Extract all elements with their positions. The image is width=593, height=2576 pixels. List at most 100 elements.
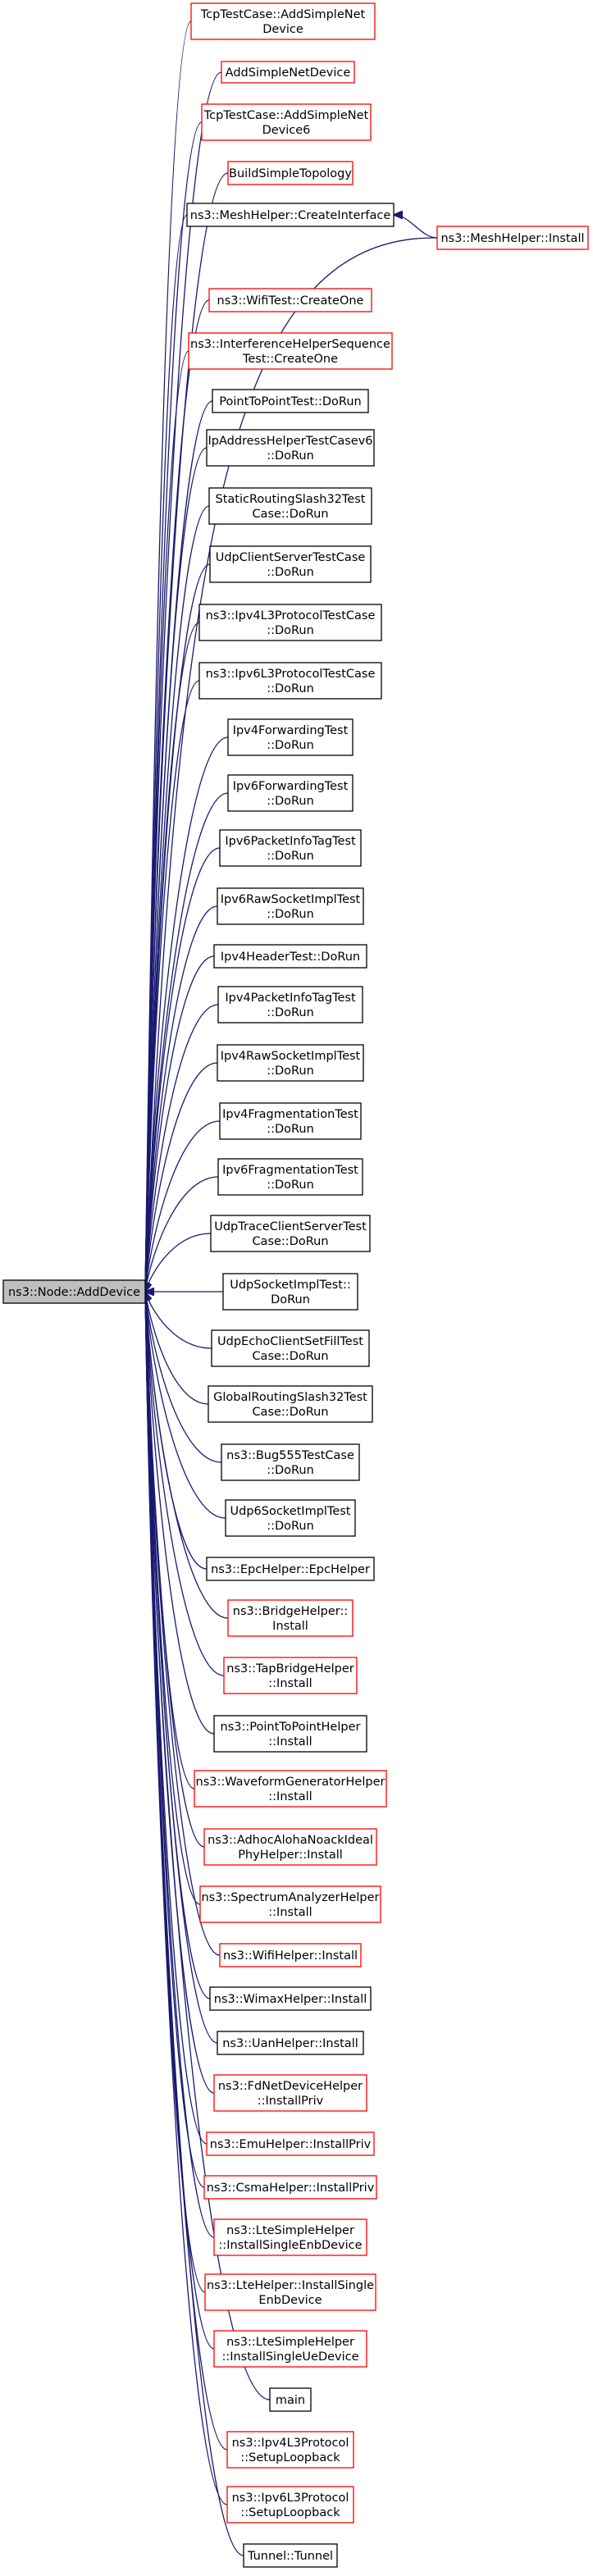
caller-node-box <box>198 662 382 700</box>
caller-node-label: ns3::CsmaHelper::InstallPriv <box>207 2182 375 2195</box>
caller-node[interactable]: ns3::FdNetDeviceHelper::InstallPriv <box>213 2074 367 2112</box>
caller-node-box <box>227 1599 354 1637</box>
caller-node[interactable]: PointToPointTest::DoRun <box>212 389 369 413</box>
caller-node[interactable]: Ipv4HeaderTest::DoRun <box>213 944 367 969</box>
caller-node[interactable]: ns3::Bug555TestCase::DoRun <box>221 1443 360 1481</box>
caller-node-box <box>190 2 376 40</box>
caller-node[interactable]: ns3::LteSimpleHelper::InstallSingleUeDev… <box>213 2330 367 2368</box>
caller-node[interactable]: ns3::WimaxHelper::Install <box>209 1986 372 2011</box>
call-edge <box>145 1120 221 1292</box>
caller-node[interactable]: ns3::EpcHelper::EpcHelper <box>206 1557 375 1581</box>
caller-node-label: TcpTestCase::AddSimpleNet <box>203 109 369 122</box>
caller-node[interactable]: ns3::WifiHelper::Install <box>219 1943 362 1967</box>
caller-node[interactable]: Udp6SocketImplTest::DoRun <box>225 1499 356 1537</box>
caller-node[interactable]: ns3::LteSimpleHelper::InstallSingleEnbDe… <box>213 2218 367 2256</box>
caller-node-box <box>208 487 372 525</box>
call-edge <box>394 215 438 239</box>
caller-node-box <box>201 103 372 141</box>
caller-node-label: ns3::LteHelper::InstallSingle <box>207 2279 374 2292</box>
caller-node[interactable]: ns3::WaveformGeneratorHelper::Install <box>194 1770 387 1808</box>
caller-node[interactable]: ns3::MeshHelper::Install <box>436 226 589 250</box>
caller-node[interactable]: ns3::InterferenceHelperSequenceTest::Cre… <box>188 332 393 370</box>
caller-node-box <box>206 429 375 467</box>
caller-node-label: ::Install <box>268 1906 312 1919</box>
caller-node-label: ns3::Ipv6L3ProtocolTestCase <box>206 668 376 681</box>
caller-node[interactable]: ns3::WifiTest::CreateOne <box>208 288 372 312</box>
root-node[interactable]: ns3::Node::AddDevice <box>2 1279 146 1304</box>
caller-node-label: ns3::PointToPointHelper <box>221 1721 361 1734</box>
caller-node-box <box>269 2387 312 2412</box>
caller-node[interactable]: ns3::LteHelper::InstallSingleEnbDevice <box>204 2273 376 2311</box>
caller-node-label: ns3::Ipv4L3Protocol <box>232 2437 349 2450</box>
caller-node[interactable]: Ipv6RawSocketImplTest::DoRun <box>217 887 364 925</box>
caller-node[interactable]: ns3::BridgeHelper::Install <box>227 1599 354 1637</box>
caller-node-label: IpAddressHelperTestCasev6 <box>208 435 372 448</box>
caller-node[interactable]: TcpTestCase::AddSimpleNetDevice <box>190 2 376 40</box>
caller-node-label: Ipv4PacketInfoTagTest <box>225 992 356 1005</box>
caller-node[interactable]: ns3::SpectrumAnalyzerHelper::Install <box>199 1885 381 1923</box>
caller-node-box <box>226 2431 354 2469</box>
caller-node[interactable]: Ipv6PacketInfoTagTest::DoRun <box>219 829 362 867</box>
caller-node-label: ns3::MeshHelper::Install <box>440 232 584 245</box>
caller-node-label: Udp6SocketImplTest <box>230 1505 351 1518</box>
caller-node[interactable]: Ipv4RawSocketImplTest::DoRun <box>217 1044 364 1082</box>
caller-node-box <box>222 1273 358 1311</box>
caller-node-label: ns3::Ipv6L3Protocol <box>232 2492 349 2505</box>
caller-node[interactable]: ns3::CsmaHelper::InstallPriv <box>203 2175 377 2200</box>
caller-node-label: ns3::InterferenceHelperSequence <box>190 338 390 351</box>
caller-node-label: Ipv4HeaderTest::DoRun <box>221 951 360 964</box>
caller-node[interactable]: ns3::Ipv6L3Protocol::SetupLoopback <box>226 2486 354 2524</box>
caller-node-label: Tunnel::Tunnel <box>247 2550 333 2563</box>
caller-node-box <box>436 226 589 250</box>
caller-node-label: GlobalRoutingSlash32Test <box>213 1391 367 1404</box>
caller-node-label: Device <box>262 23 303 36</box>
caller-node[interactable]: AddSimpleNetDevice <box>221 61 355 84</box>
caller-node[interactable]: UdpSocketImplTest::DoRun <box>222 1273 358 1311</box>
caller-node-box <box>217 1044 364 1082</box>
caller-node-box <box>212 389 369 413</box>
caller-node-label: UdpClientServerTestCase <box>216 551 366 564</box>
caller-node-label: Case::DoRun <box>252 508 328 521</box>
call-edge <box>145 1292 225 1676</box>
caller-node-label: BuildSimpleTopology <box>229 167 352 180</box>
caller-node[interactable]: ns3::EmuHelper::InstallPriv <box>206 2131 375 2156</box>
caller-node[interactable]: BuildSimpleTopology <box>227 161 354 185</box>
caller-node-label: ns3::WifiTest::CreateOne <box>217 294 364 308</box>
caller-node[interactable]: main <box>269 2387 312 2412</box>
caller-node[interactable]: ns3::UanHelper::Install <box>217 2031 364 2055</box>
caller-node-label: ns3::Bug555TestCase <box>226 1449 354 1462</box>
caller-node-label: ::DoRun <box>267 449 314 463</box>
call-edge <box>145 1292 208 2145</box>
caller-node-label: Ipv4FragmentationTest <box>222 1108 358 1121</box>
caller-node[interactable]: ns3::AdhocAlohaNoackIdealPhyHelper::Inst… <box>203 1828 377 1866</box>
caller-node-label: ::DoRun <box>267 795 314 808</box>
root-node-label: ns3::Node::AddDevice <box>8 1286 140 1299</box>
caller-node[interactable]: Tunnel::Tunnel <box>243 2543 338 2568</box>
caller-node-label: ns3::MeshHelper::CreateInterface <box>190 209 391 222</box>
caller-node[interactable]: ns3::Ipv6L3ProtocolTestCase::DoRun <box>198 662 382 700</box>
root-node-box <box>2 1279 146 1304</box>
caller-node[interactable]: ns3::MeshHelper::CreateInterface <box>186 203 395 227</box>
caller-node[interactable]: ns3::TapBridgeHelper::Install <box>223 1657 358 1694</box>
caller-node[interactable]: Ipv4PacketInfoTagTest::DoRun <box>217 986 363 1024</box>
caller-node[interactable]: UdpClientServerTestCase::DoRun <box>209 545 372 583</box>
caller-node[interactable]: Ipv6FragmentationTest::DoRun <box>217 1158 363 1196</box>
caller-node-label: ::Install <box>268 1790 312 1803</box>
caller-node[interactable]: Ipv4FragmentationTest::DoRun <box>219 1102 362 1140</box>
caller-node[interactable]: ns3::PointToPointHelper::Install <box>213 1715 367 1753</box>
call-edge <box>145 1292 215 2238</box>
caller-node[interactable]: ns3::Ipv4L3ProtocolTestCase::DoRun <box>198 604 382 641</box>
caller-node[interactable]: IpAddressHelperTestCasev6::DoRun <box>206 429 375 467</box>
caller-node[interactable]: Ipv4ForwardingTest::DoRun <box>227 718 354 756</box>
caller-node[interactable]: ns3::Ipv4L3Protocol::SetupLoopback <box>226 2431 354 2469</box>
caller-node-label: ::DoRun <box>267 1123 314 1136</box>
caller-node-label: ns3::UanHelper::Install <box>222 2037 358 2050</box>
caller-node-box <box>223 1657 358 1694</box>
caller-node[interactable]: Ipv6ForwardingTest::DoRun <box>227 774 354 812</box>
